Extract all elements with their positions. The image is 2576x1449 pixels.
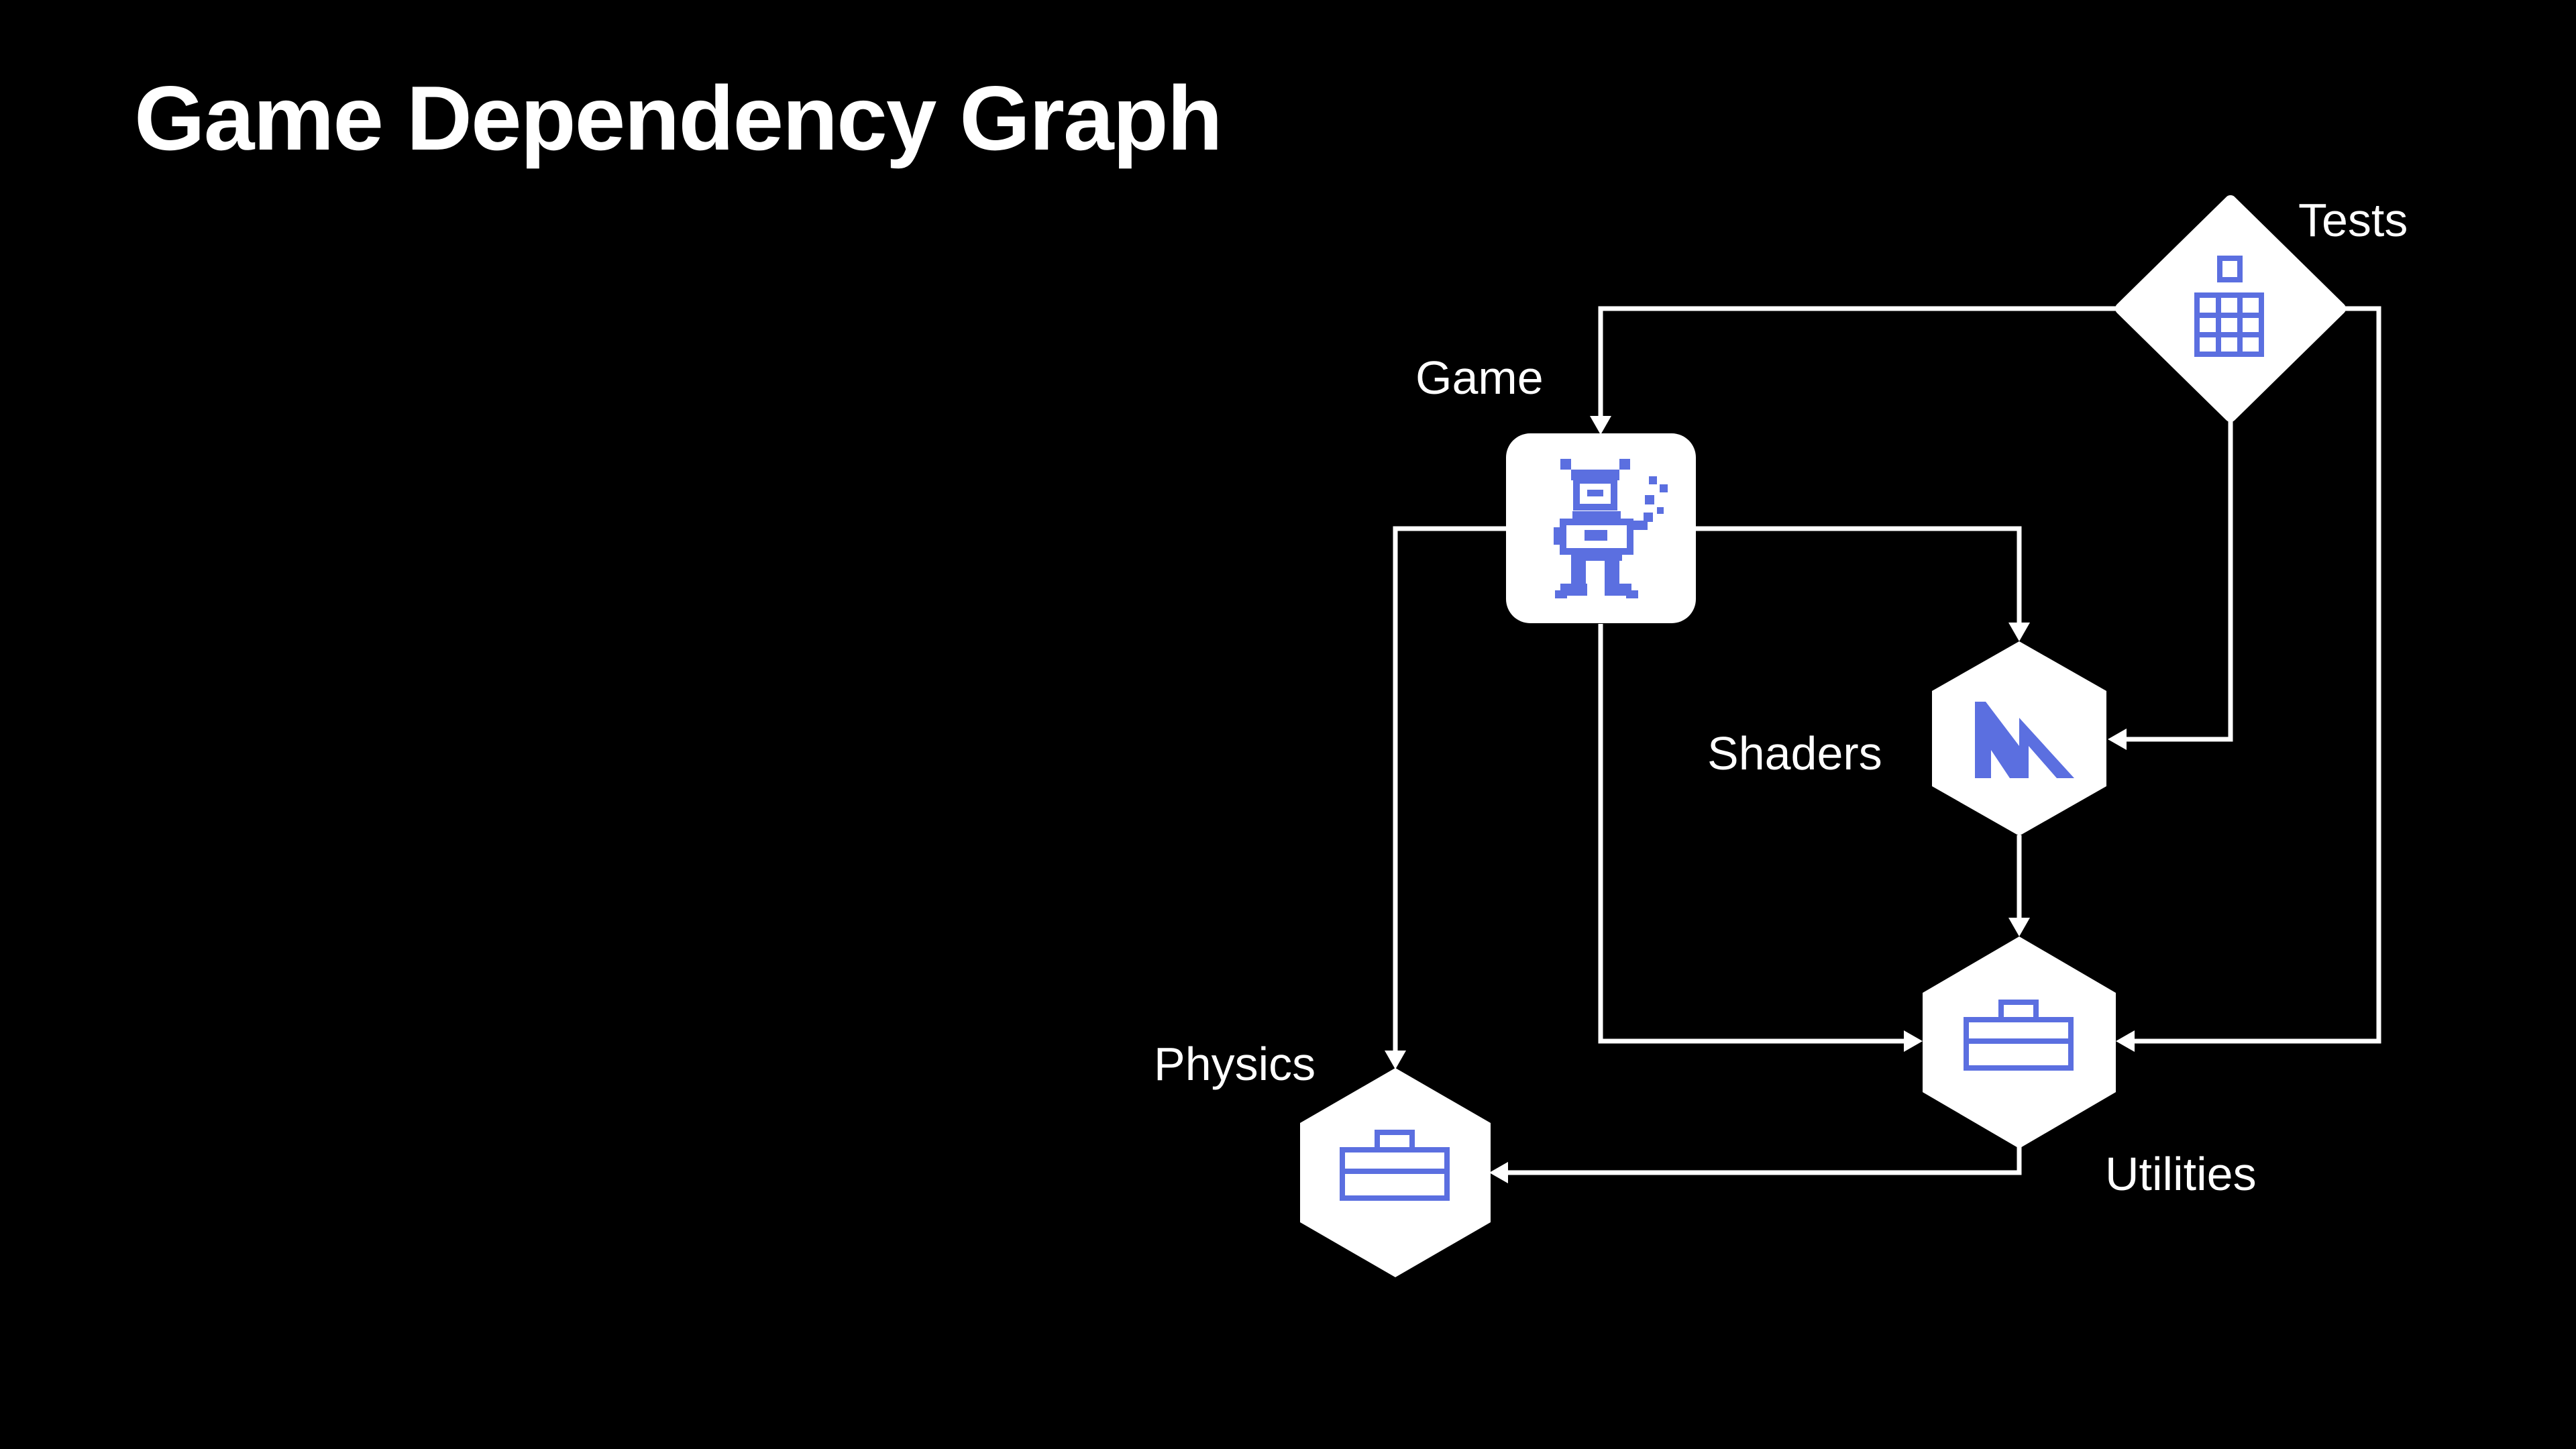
node-tests[interactable]: Tests xyxy=(2115,194,2408,422)
edge-game-to-shaders xyxy=(1696,526,2030,641)
game-rounded-square-shape xyxy=(1506,433,1696,623)
edge-utilities-to-physics xyxy=(1489,1147,2022,1183)
node-utilities[interactable]: Utilities xyxy=(1923,936,2257,1200)
game-label: Game xyxy=(1415,352,1544,404)
toolbox-icon xyxy=(1340,1130,1450,1201)
metal-logo-icon xyxy=(1975,702,2074,778)
node-physics[interactable]: Physics xyxy=(1154,1038,1491,1277)
node-game[interactable]: Game xyxy=(1415,352,1696,623)
toolbox-icon xyxy=(1964,1000,2074,1071)
grid-building-icon xyxy=(2194,256,2264,357)
node-shaders[interactable]: Shaders xyxy=(1707,641,2106,836)
page-title: Game Dependency Graph xyxy=(134,67,1223,169)
edge-game-to-physics xyxy=(1385,526,1506,1069)
utilities-label: Utilities xyxy=(2105,1148,2257,1200)
tests-label: Tests xyxy=(2298,194,2408,246)
edge-game-to-utilities xyxy=(1598,624,1923,1052)
tests-diamond-shape xyxy=(2115,195,2346,422)
edge-tests-to-utilities xyxy=(2116,306,2381,1052)
edges xyxy=(1385,306,2381,1183)
shaders-label: Shaders xyxy=(1707,727,1882,780)
physics-label: Physics xyxy=(1154,1038,1316,1090)
edge-tests-to-shaders xyxy=(2108,416,2233,750)
edge-shaders-to-utilities xyxy=(2008,835,2030,936)
edge-tests-to-game xyxy=(1590,306,2127,435)
pixel-character-icon xyxy=(1554,459,1668,598)
